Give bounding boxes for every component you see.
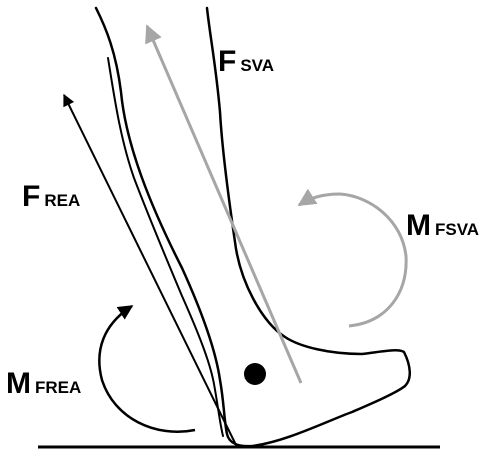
f-rea-label-sub: REA	[44, 191, 80, 210]
m-fsva-moment-arc	[299, 194, 406, 326]
m-frea-label: M FREA	[6, 367, 81, 400]
f-rea-vector	[64, 95, 236, 445]
m-frea-moment-arc	[99, 306, 195, 432]
f-rea-label: F REA	[22, 180, 80, 213]
f-sva-label-sub: SVA	[240, 56, 274, 75]
m-frea-label-main: M	[6, 367, 31, 400]
f-sva-label: F SVA	[218, 45, 274, 78]
f-sva-vector	[147, 26, 301, 383]
m-frea-label-sub: FREA	[35, 378, 81, 397]
f-sva-label-main: F	[218, 45, 236, 78]
ankle-pivot-dot	[244, 363, 266, 385]
m-fsva-label: M FSVA	[406, 209, 479, 242]
m-fsva-label-main: M	[406, 209, 431, 242]
f-rea-label-main: F	[22, 180, 40, 213]
m-fsva-label-sub: FSVA	[435, 220, 479, 239]
